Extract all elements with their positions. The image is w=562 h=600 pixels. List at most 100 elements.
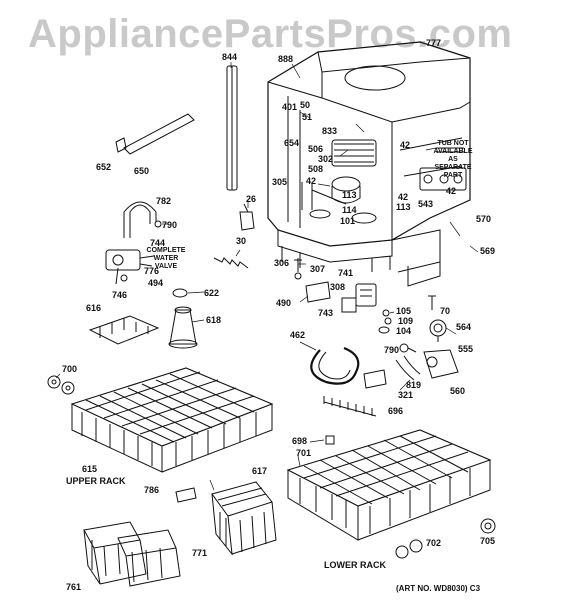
part-label: 70 bbox=[440, 306, 451, 316]
part-label: 790 bbox=[162, 220, 178, 230]
valve-note-line3: VALVE bbox=[154, 263, 178, 270]
part-label: 782 bbox=[156, 196, 172, 206]
clip-698 bbox=[325, 435, 335, 445]
part-label: 744 bbox=[150, 238, 166, 248]
part-label: 819 bbox=[406, 380, 422, 390]
part-label: 30 bbox=[236, 236, 247, 246]
part-label: 113 bbox=[342, 190, 357, 200]
part-label: 570 bbox=[476, 214, 492, 224]
part-label: 104 bbox=[396, 326, 412, 336]
part-label: 696 bbox=[388, 406, 404, 416]
part-label: 308 bbox=[330, 282, 346, 292]
part-label: 888 bbox=[278, 54, 294, 64]
part-label: 42 bbox=[398, 192, 409, 202]
part-label: 401 bbox=[282, 102, 298, 112]
part-label: 506 bbox=[308, 144, 324, 154]
pump-assembly bbox=[301, 139, 377, 224]
strip-650 bbox=[115, 113, 195, 155]
part-label: 786 bbox=[144, 485, 160, 495]
hose-462 bbox=[310, 346, 360, 385]
rail-616 bbox=[88, 315, 160, 345]
part-label: 650 bbox=[134, 166, 150, 176]
spring-30 bbox=[213, 257, 249, 269]
ring-622 bbox=[172, 288, 188, 298]
part-741 bbox=[355, 283, 377, 307]
part-label: 42 bbox=[400, 140, 411, 150]
part-label: 698 bbox=[292, 436, 308, 446]
tower-618 bbox=[168, 306, 198, 349]
part-307 bbox=[294, 258, 302, 280]
part-label: 569 bbox=[480, 246, 496, 256]
part-321 bbox=[363, 369, 387, 389]
part-label: 560 bbox=[450, 386, 466, 396]
part-label: 622 bbox=[204, 288, 220, 298]
door-gasket-844 bbox=[226, 65, 238, 191]
part-label: 42 bbox=[306, 176, 317, 186]
screw-70 bbox=[428, 295, 436, 310]
part-label: 616 bbox=[86, 303, 102, 313]
part-label: 105 bbox=[396, 306, 412, 316]
part-label: 746 bbox=[112, 290, 128, 300]
art-number: (ART NO. WD8030) C3 bbox=[396, 584, 481, 593]
lower-rack-701 bbox=[286, 429, 492, 541]
fitting-790 bbox=[399, 343, 417, 353]
tub-note: TUB NOT AVAILABLE AS SEPARATE PART bbox=[428, 140, 478, 180]
part-label: 702 bbox=[426, 538, 442, 548]
part-743 bbox=[341, 297, 357, 313]
part-label: 761 bbox=[66, 582, 82, 592]
bracket-26 bbox=[239, 203, 255, 231]
part-label: 652 bbox=[96, 162, 112, 172]
part-label: 615 bbox=[82, 464, 98, 474]
wheels-702-705 bbox=[395, 518, 496, 559]
upper-rack-615 bbox=[70, 367, 274, 473]
tub-note-line3: SEPARATE PART bbox=[434, 164, 472, 179]
part-label: 113 bbox=[396, 202, 411, 212]
hose-819 bbox=[395, 355, 421, 381]
part-label: 700 bbox=[62, 364, 78, 374]
screws-105-109-104 bbox=[378, 309, 392, 334]
part-label: 321 bbox=[398, 390, 414, 400]
water-valve-744 bbox=[105, 249, 155, 285]
part-label: 771 bbox=[192, 548, 208, 558]
valve-560 bbox=[423, 349, 459, 379]
tines-696 bbox=[323, 396, 377, 417]
upper-rack-caption: UPPER RACK bbox=[66, 476, 126, 486]
lower-rack-caption: LOWER RACK bbox=[324, 560, 386, 570]
part-label: 790 bbox=[384, 345, 400, 355]
clip-786 bbox=[175, 487, 197, 503]
leader-lines bbox=[55, 62, 479, 491]
part-label: 494 bbox=[148, 278, 164, 288]
valve-note-line2: WATER bbox=[153, 255, 179, 262]
part-label: 555 bbox=[458, 344, 474, 354]
part-label: 508 bbox=[308, 164, 324, 174]
part-label: 617 bbox=[252, 466, 268, 476]
watermark-text: AppliancePartsPros.com bbox=[28, 12, 513, 56]
basket-617 bbox=[211, 481, 277, 556]
part-label: 462 bbox=[290, 330, 306, 340]
part-label: 305 bbox=[272, 177, 288, 187]
tub-note-line2: AVAILABLE AS bbox=[433, 148, 473, 163]
tub-note-line1: TUB NOT bbox=[437, 140, 469, 147]
part-label: 743 bbox=[318, 308, 334, 318]
part-label: 302 bbox=[318, 154, 334, 164]
part-label: 844 bbox=[222, 52, 238, 62]
part-label: 564 bbox=[456, 322, 472, 332]
part-label: 50 bbox=[300, 100, 311, 110]
part-label: 833 bbox=[322, 126, 338, 136]
basket-761-771 bbox=[83, 521, 181, 587]
part-label: 307 bbox=[310, 264, 326, 274]
part-label: 543 bbox=[418, 199, 434, 209]
part-label: 777 bbox=[426, 38, 442, 48]
part-label: 109 bbox=[398, 316, 414, 326]
part-label: 776 bbox=[144, 266, 160, 276]
part-label: 42 bbox=[446, 186, 457, 196]
part-label: 741 bbox=[338, 268, 354, 278]
filter-564 bbox=[429, 319, 447, 342]
bracket-308 bbox=[305, 281, 331, 303]
part-label: 26 bbox=[246, 194, 257, 204]
part-label: 654 bbox=[284, 138, 300, 148]
part-label: 701 bbox=[296, 448, 312, 458]
valve-note-line1: COMPLETE bbox=[146, 247, 186, 254]
